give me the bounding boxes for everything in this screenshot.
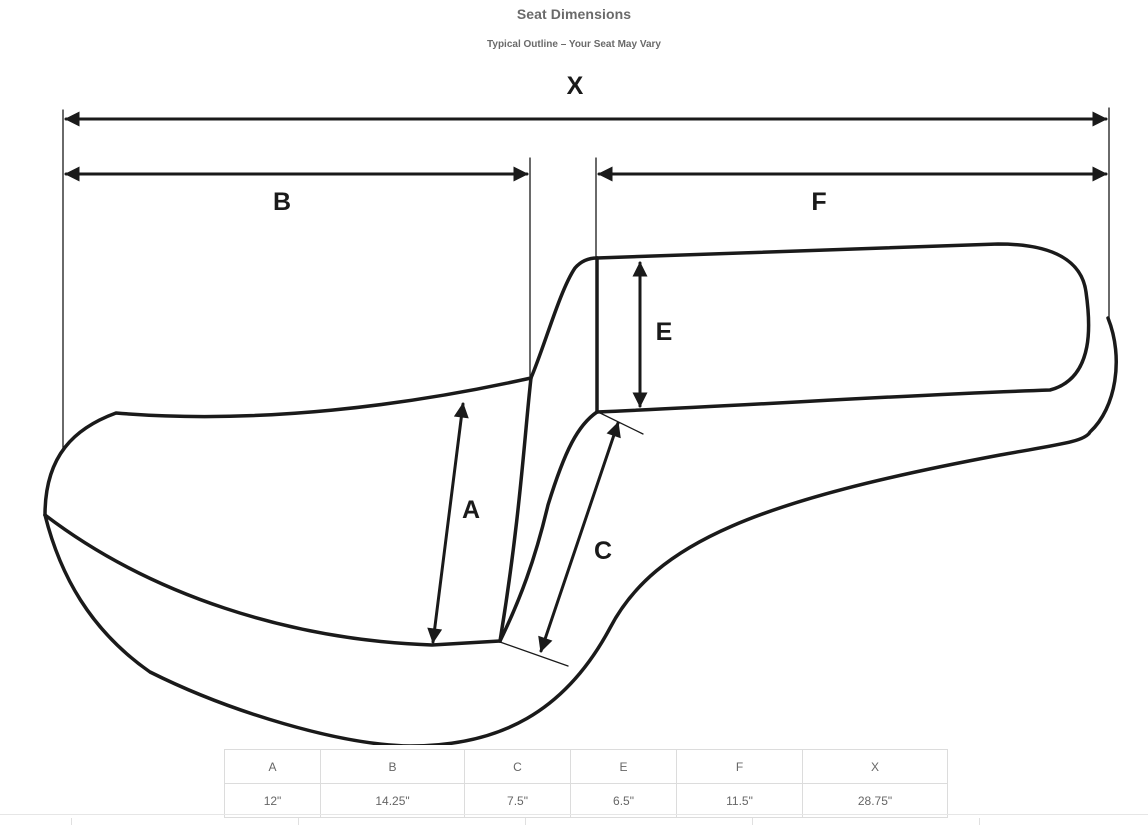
- label-b: B: [273, 188, 291, 216]
- divider-tick: [752, 818, 753, 825]
- header-a: A: [224, 749, 321, 784]
- tick-line-c-bottom: [499, 641, 569, 667]
- page-subtitle: Typical Outline – Your Seat May Vary: [487, 39, 661, 50]
- driver-seat-top: [43, 376, 533, 517]
- label-e: E: [656, 318, 673, 346]
- divider-tick: [525, 818, 526, 825]
- seat-diagram: X B F E A C: [43, 72, 1118, 745]
- header-e: E: [570, 749, 677, 784]
- header-b: B: [320, 749, 465, 784]
- value-e: 6.5": [570, 783, 677, 818]
- divider-tick: [298, 818, 299, 825]
- passenger-seat-top: [595, 242, 1091, 414]
- header-c: C: [464, 749, 571, 784]
- page-title: Seat Dimensions: [516, 6, 632, 22]
- tick-line-c-top: [595, 410, 644, 435]
- divider-tick: [71, 818, 72, 825]
- value-a: 12": [224, 783, 321, 818]
- label-f: F: [811, 188, 826, 216]
- value-c: 7.5": [464, 783, 571, 818]
- value-b: 14.25": [320, 783, 465, 818]
- label-a: A: [462, 496, 480, 524]
- dimension-arrow-c: [538, 421, 621, 653]
- riser-front: [498, 256, 599, 643]
- header-f: F: [676, 749, 803, 784]
- dimension-arrow-a: [427, 402, 469, 644]
- dimensions-table: A B C E F X 12" 14.25" 7.5" 6.5" 11.5" 2…: [224, 749, 948, 818]
- divider-tick: [979, 818, 980, 825]
- table-header-row: A B C E F X: [224, 749, 948, 784]
- value-x: 28.75": [802, 783, 948, 818]
- driver-seat-front-edge: [43, 513, 502, 647]
- bottom-divider: [0, 814, 1148, 815]
- header-x: X: [802, 749, 948, 784]
- label-c: C: [594, 537, 612, 565]
- value-f: 11.5": [676, 783, 803, 818]
- label-x: X: [567, 72, 584, 100]
- table-row: 12" 14.25" 7.5" 6.5" 11.5" 28.75": [224, 783, 948, 818]
